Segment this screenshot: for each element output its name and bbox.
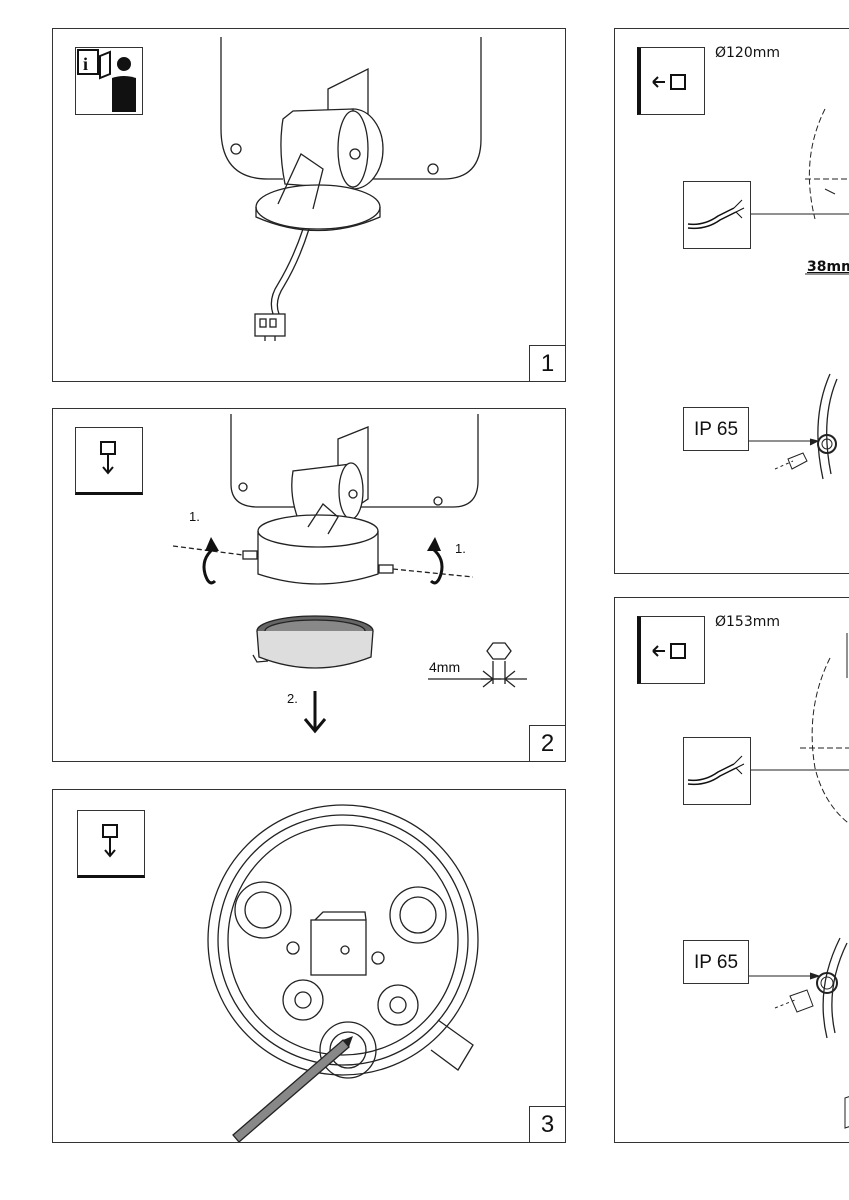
rotate-left-label: 1. xyxy=(189,509,200,524)
pull-down-label: 2. xyxy=(287,691,298,706)
rotate-right-label: 1. xyxy=(455,541,466,556)
mounting-diagram-153 xyxy=(749,633,849,1129)
diameter-label: Ø153mm xyxy=(715,614,781,630)
read-instructions-icon: i xyxy=(75,47,143,115)
ip-rating-label: IP 65 xyxy=(683,940,749,984)
cable-icon xyxy=(683,181,751,249)
mounting-panel-120: Ø120mm 38mm IP 65 xyxy=(614,28,849,574)
step-1-panel: i 1 xyxy=(52,28,566,382)
mounting-diagram-120 xyxy=(749,108,849,480)
ip-rating-label: IP 65 xyxy=(683,407,749,451)
dimension-label: 38mm xyxy=(807,259,849,275)
step-2-panel: 1. 1. 2. 4mm 2 xyxy=(52,408,566,762)
mount-icon xyxy=(637,616,705,684)
mounting-panel-153: Ø153mm IP 65 xyxy=(614,597,849,1143)
step-1-illustration xyxy=(220,37,482,341)
diameter-label: Ø120mm xyxy=(715,45,781,61)
disassemble-icon xyxy=(77,810,145,878)
disassemble-icon xyxy=(75,427,143,495)
svg-text:i: i xyxy=(83,54,88,74)
step-number: 2 xyxy=(529,725,565,761)
cable-icon xyxy=(683,737,751,805)
step-3-panel: 3 xyxy=(52,789,566,1143)
step-3-illustration xyxy=(207,804,479,1142)
step-2-illustration xyxy=(172,414,527,734)
hex-size-label: 4mm xyxy=(429,659,461,675)
step-number: 1 xyxy=(529,345,565,381)
step-number: 3 xyxy=(529,1106,565,1142)
mount-icon xyxy=(637,47,705,115)
